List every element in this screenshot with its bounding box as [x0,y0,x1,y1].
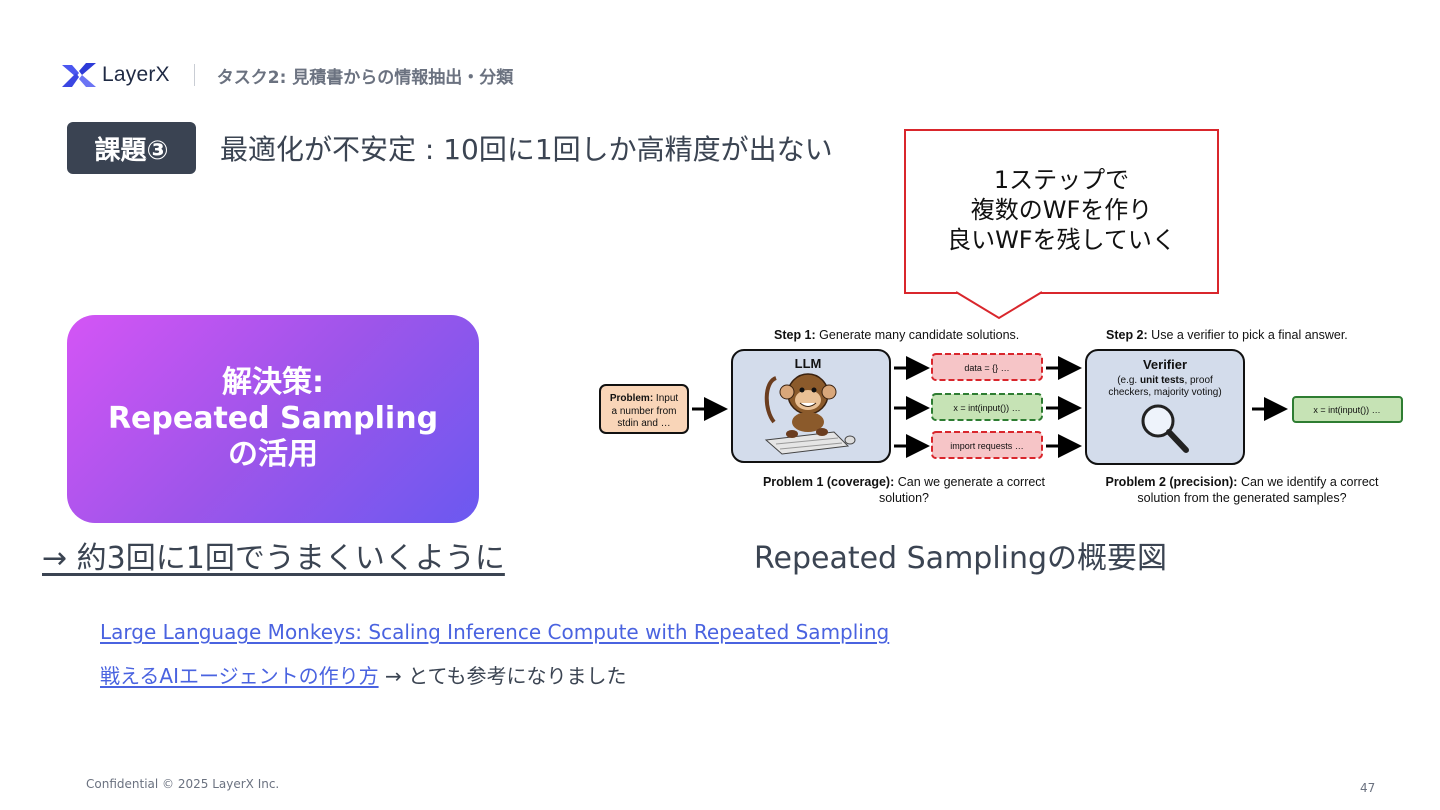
problem-text: Problem: Input [610,393,679,404]
solution-card: 解決策: Repeated Sampling の活用 [67,315,479,523]
diagram-caption: Repeated Samplingの概要図 [754,541,1168,576]
reference-2: 戦えるAIエージェントの作り方 → とても参考になりました [100,660,626,689]
problem-text: stdin and … [617,418,670,429]
task-title: タスク2: 見積書からの情報抽出・分類 [216,67,514,88]
issue-title: 最適化が不安定 : 10回に1回しか高精度が出ない [220,133,833,166]
page-number: 47 [1360,781,1376,795]
callout-text: 1ステップで 複数のWFを作り 良いWFを残していく [906,165,1217,255]
sample-box [931,393,1043,421]
sample-text: import requests … [950,441,1024,451]
problem-text: a number from [611,406,676,417]
step1-label: Step 1: Generate many candidate solution… [774,328,1019,342]
callout-box: 1ステップで 複数のWFを作り 良いWFを残していく [904,129,1219,294]
header: LayerX タスク2: 見積書からの情報抽出・分類 [62,60,513,90]
callout-line: 複数のWFを作り [970,196,1153,224]
step2-label: Step 2: Use a verifier to pick a final a… [1106,328,1348,342]
sample-text: data = {} … [964,363,1009,373]
paper-link[interactable]: Large Language Monkeys: Scaling Inferenc… [100,620,890,644]
verifier-title: Verifier [1143,357,1187,372]
article-link[interactable]: 戦えるAIエージェントの作り方 [100,664,379,688]
sample-box [931,353,1043,381]
magnifier-icon [1141,404,1189,453]
problem1-caption: solution? [879,491,929,505]
problem-box [599,384,689,434]
problem1-caption: Problem 1 (coverage): Can we generate a … [763,475,1046,489]
header-divider [193,64,195,86]
brand-name: LayerX [102,63,170,86]
callout-tail [955,291,1043,320]
layerx-logo-icon [62,63,96,87]
repeated-sampling-diagram: Step 1: Generate many candidate solution… [599,328,1403,505]
final-answer-box [1292,396,1403,423]
problem2-caption: Problem 2 (precision): Can we identify a… [1105,475,1379,489]
solution-line: の活用 [228,437,318,472]
final-answer-text: x = int(input()) … [1313,405,1380,415]
monkey-icon [764,373,856,455]
result-text: → 約3回に1回でうまくいくように [42,541,505,576]
solution-line: Repeated Sampling [107,401,439,436]
llm-label: LLM [795,356,822,371]
problem2-caption: solution from the generated samples? [1137,491,1346,505]
reference-1: Large Language Monkeys: Scaling Inferenc… [100,620,889,644]
callout-line: 良いWFを残していく [947,226,1176,254]
callout-line: 1ステップで [993,166,1130,194]
sample-text: x = int(input()) … [953,403,1020,413]
issue-badge: 課題③ [67,122,196,174]
solution-line: 解決策: [222,365,324,400]
reference-note: → とても参考になりました [378,664,627,688]
confidential-notice: Confidential © 2025 LayerX Inc. [86,777,280,791]
verifier-text: (e.g. unit tests, proof [1117,375,1213,386]
sample-box [931,431,1043,459]
verifier-text: checkers, majority voting) [1108,387,1221,398]
